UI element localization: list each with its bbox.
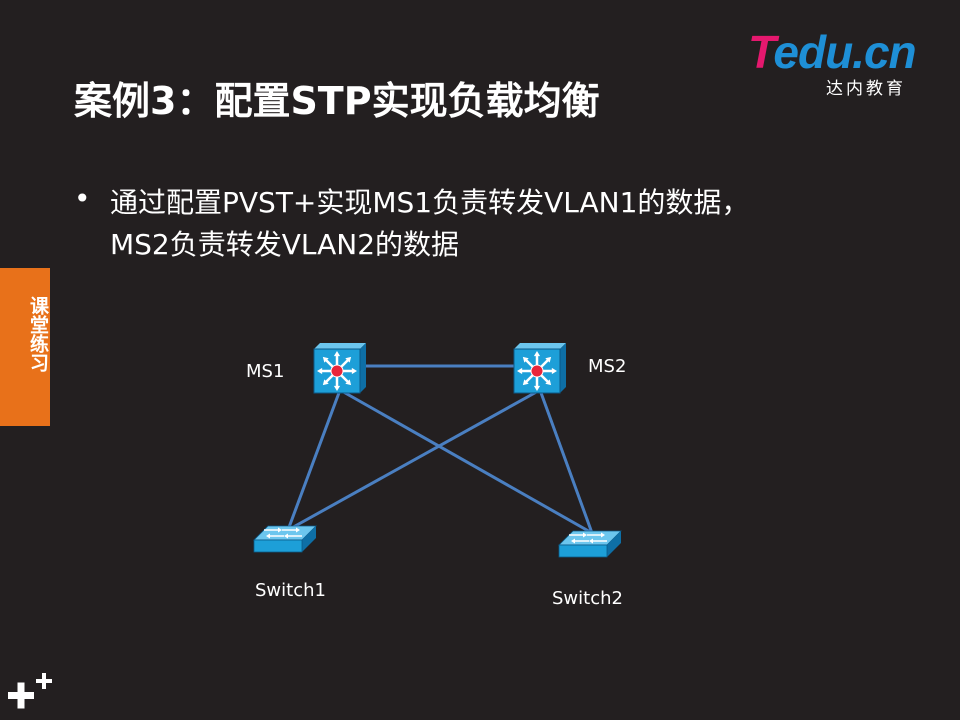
switch2-label: Switch2	[552, 588, 623, 609]
logo-subtitle: 达内教育	[826, 79, 906, 99]
link-ms1-switch1	[286, 389, 342, 531]
link-ms2-switch1	[287, 388, 541, 532]
bullet-line-2: MS2负责转发VLAN2的数据	[110, 228, 460, 261]
ms2-label: MS2	[588, 356, 626, 377]
switch1-icon	[253, 525, 317, 553]
topology-nodes	[253, 343, 622, 558]
bullet-text: 通过配置PVST+实现MS1负责转发VLAN1的数据， MS2负责转发VLAN2…	[110, 182, 890, 266]
ms1-icon	[313, 343, 366, 394]
ms1-label: MS1	[246, 361, 284, 382]
bullet-marker: •	[74, 182, 91, 215]
switch1-label: Switch1	[255, 580, 326, 601]
logo-wordmark: Tedu.cn	[748, 26, 917, 78]
link-ms2-switch2	[538, 389, 594, 534]
tedu-logo: Tedu.cn 达内教育	[748, 26, 928, 99]
slide-title: 案例3：配置STP实现负载均衡	[74, 79, 600, 123]
classroom-practice-tab: 课堂练习	[0, 268, 50, 426]
plus-icon	[8, 673, 52, 709]
topology-links	[286, 364, 594, 535]
link-ms1-switch2	[339, 388, 593, 535]
ms2-icon	[513, 343, 566, 394]
side-tab-label: 课堂练习	[27, 296, 49, 372]
switch2-icon	[558, 530, 622, 558]
bullet-line-1: 通过配置PVST+实现MS1负责转发VLAN1的数据，	[110, 186, 750, 219]
